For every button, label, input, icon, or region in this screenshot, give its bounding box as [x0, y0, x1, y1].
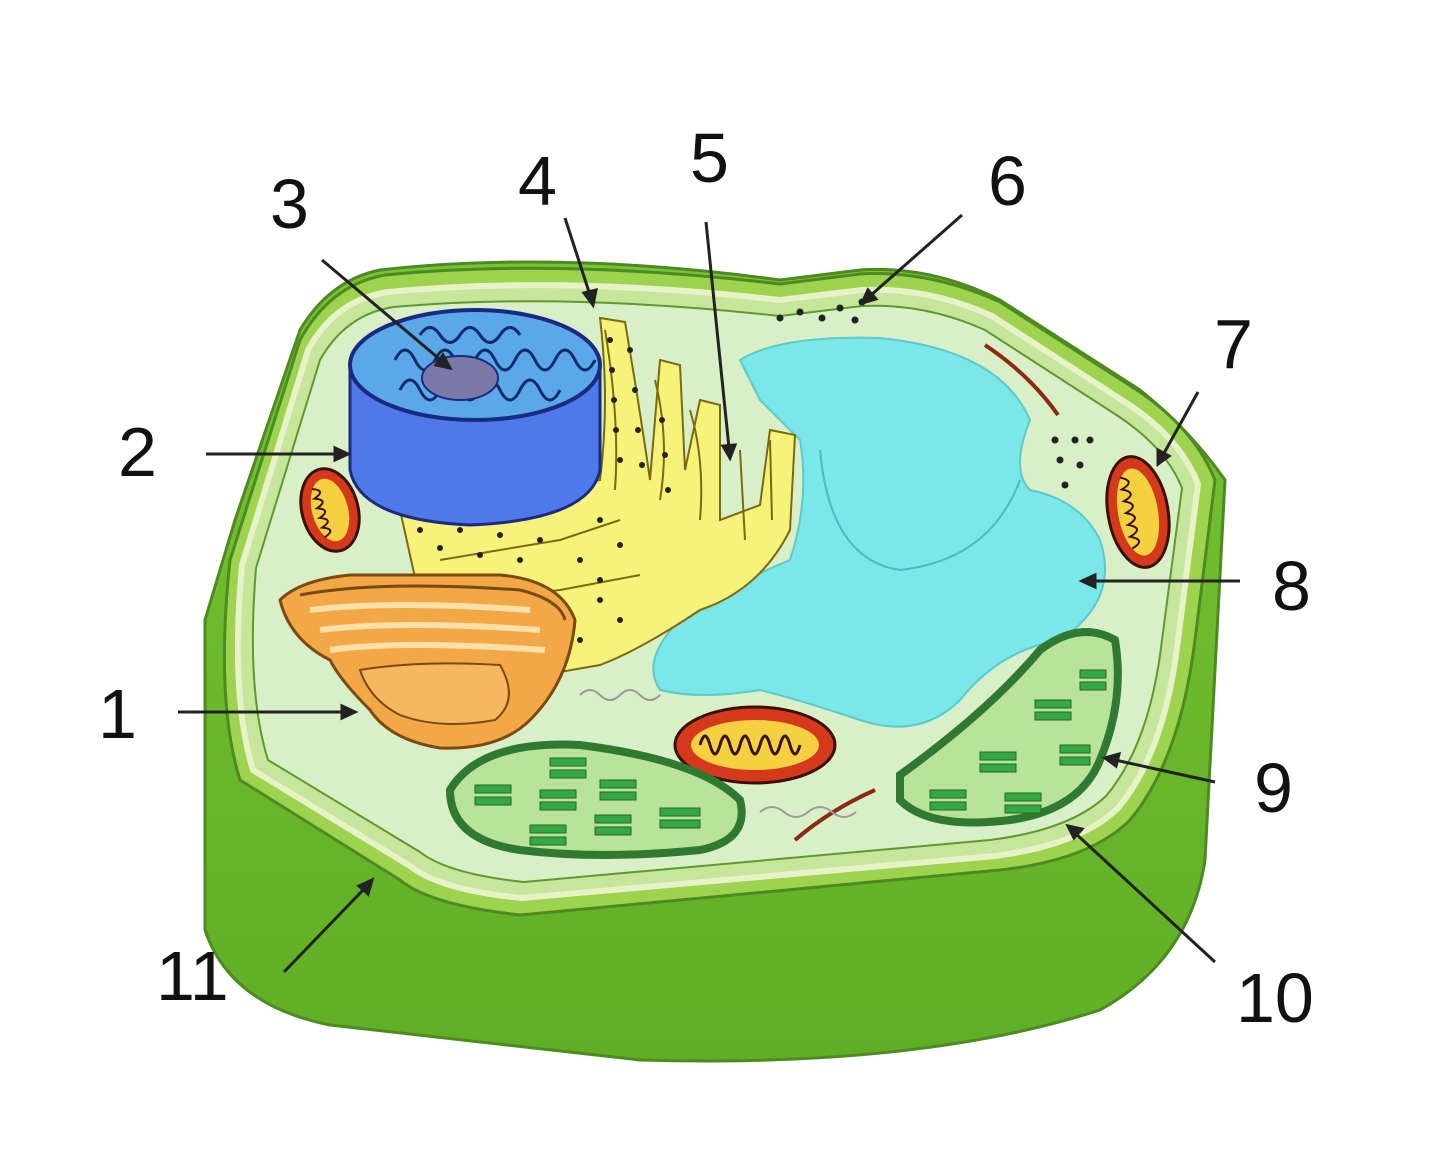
- nucleolus: [421, 355, 499, 401]
- label-1: 1: [98, 675, 137, 753]
- label-10: 10: [1236, 959, 1314, 1037]
- nucleus: [348, 308, 602, 527]
- golgi-apparatus: [278, 573, 577, 750]
- central-vacuole: [652, 336, 1106, 728]
- cytoskeleton-fiber: [983, 343, 1060, 417]
- leader-9-arrow: [1101, 751, 1122, 769]
- leader-5: [704, 221, 731, 449]
- leader-9: [1114, 758, 1216, 784]
- leader-7: [1161, 391, 1200, 456]
- leader-3: [321, 258, 444, 364]
- leader-8-arrow: [1078, 572, 1097, 590]
- label-4: 4: [518, 142, 557, 220]
- leader-lines: [178, 213, 1240, 974]
- label-11: 11: [156, 937, 229, 1015]
- leader-4: [563, 217, 592, 296]
- leader-11-arrow: [356, 877, 375, 897]
- leader-4-arrow: [581, 287, 598, 309]
- leader-5-arrow: [720, 443, 738, 462]
- label-8: 8: [1272, 547, 1311, 625]
- callout-labels: 1 2 3 4 5 6 7 8 9 10 11: [98, 119, 1314, 1037]
- leader-6: [869, 213, 963, 298]
- label-9: 9: [1254, 749, 1293, 827]
- mitochondrion-left: [299, 467, 361, 553]
- chloroplast-right: [896, 628, 1122, 827]
- mitochondrion-right: [1105, 455, 1171, 569]
- leader-1-arrow: [340, 703, 359, 721]
- filament-2: [759, 806, 857, 818]
- label-2: 2: [118, 413, 157, 491]
- label-3: 3: [270, 165, 309, 243]
- leader-10-arrow: [1065, 823, 1085, 841]
- label-6: 6: [988, 142, 1027, 220]
- vacuole-fold: [819, 449, 1021, 572]
- label-5: 5: [690, 119, 729, 197]
- leader-10: [1073, 831, 1217, 964]
- filament: [579, 689, 661, 701]
- label-7: 7: [1214, 305, 1253, 383]
- leader-3-arrow: [433, 352, 453, 371]
- leader-6-arrow: [859, 287, 879, 306]
- leader-11: [282, 886, 367, 974]
- leader-2-arrow: [333, 445, 352, 463]
- chloroplast-left: [445, 740, 746, 859]
- leader-7-arrow: [1156, 447, 1172, 467]
- mitochondrion-bottom: [673, 705, 837, 785]
